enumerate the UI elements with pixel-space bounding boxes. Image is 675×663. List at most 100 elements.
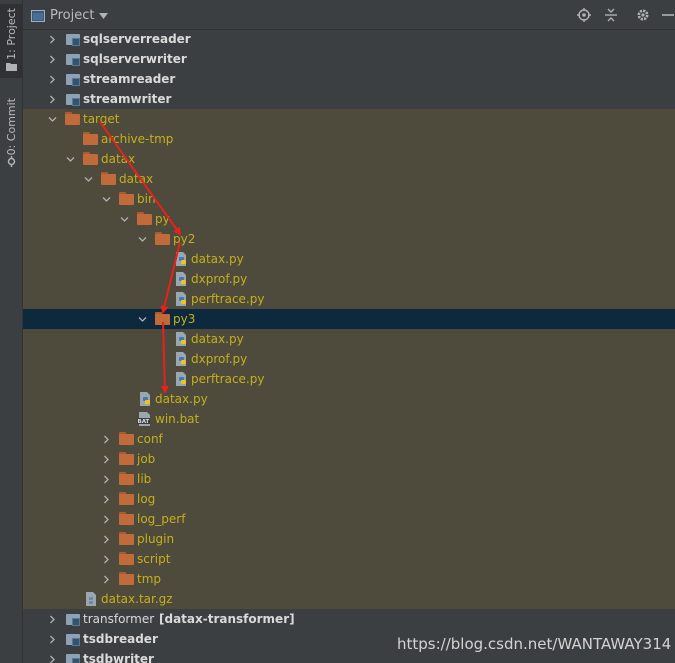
bat-file-icon: BAT (137, 412, 153, 426)
collapse-all-button[interactable] (602, 6, 620, 24)
tree-item-py2-datax-py[interactable]: datax.py (23, 249, 675, 269)
gear-icon (637, 9, 649, 21)
chevron-down-icon[interactable] (120, 215, 129, 224)
module-folder-icon (65, 652, 81, 663)
tree-item-py2-perftrace-py[interactable]: perftrace.py (23, 289, 675, 309)
module-folder-icon (65, 92, 81, 106)
tree-item-datax-tar-gz[interactable]: datax.tar.gz (23, 589, 675, 609)
tree-item-label: win.bat (155, 412, 200, 426)
chevron-right-icon[interactable] (102, 435, 111, 444)
tree-item-label: log_perf (137, 512, 186, 526)
tree-item-script[interactable]: script (23, 549, 675, 569)
tree-item-py2-dxprof-py[interactable]: dxprof.py (23, 269, 675, 289)
tree-item-py3[interactable]: py3 (23, 309, 675, 329)
folder-icon (119, 532, 135, 546)
folder-icon (137, 212, 153, 226)
chevron-down-icon[interactable] (138, 235, 147, 244)
tree-item-label: tmp (137, 572, 162, 586)
tree-item-lib[interactable]: lib (23, 469, 675, 489)
chevron-right-icon[interactable] (102, 475, 111, 484)
chevron-right-icon[interactable] (48, 615, 57, 624)
svg-text:BAT: BAT (138, 419, 150, 425)
tree-item-sqlserverreader[interactable]: sqlserverreader (23, 29, 675, 49)
folder-icon (119, 572, 135, 586)
chevron-right-icon[interactable] (102, 575, 111, 584)
chevron-right-icon[interactable] (102, 555, 111, 564)
chevron-right-icon[interactable] (48, 635, 57, 644)
view-selector[interactable]: Project (31, 8, 109, 23)
python-file-icon (137, 392, 153, 406)
tree-item-label: py3 (173, 312, 196, 326)
project-tree[interactable]: sqlserverreader sqlserverwriter streamread… (23, 28, 675, 663)
tree-item-plugin[interactable]: plugin (23, 529, 675, 549)
chevron-right-icon[interactable] (102, 515, 111, 524)
folder-icon (155, 232, 171, 246)
tree-item-target[interactable]: target (23, 109, 675, 129)
settings-button[interactable] (634, 6, 652, 24)
tree-item-tsdbreader[interactable]: tsdbreader (23, 629, 675, 649)
tree-item-datax-inner[interactable]: datax (23, 169, 675, 189)
tree-item-label: script (137, 552, 171, 566)
archive-file-icon (83, 592, 99, 606)
folder-icon (119, 452, 135, 466)
project-tab-label: 1: Project (5, 8, 18, 60)
tree-item-bin-datax-py[interactable]: datax.py (23, 389, 675, 409)
project-tool-tab[interactable]: 1: Project (0, 4, 23, 78)
chevron-down-icon[interactable] (66, 155, 75, 164)
tree-item-label: log (137, 492, 156, 506)
chevron-right-icon[interactable] (48, 55, 57, 64)
chevron-down-icon[interactable] (102, 195, 111, 204)
python-file-icon (173, 252, 189, 266)
chevron-right-icon[interactable] (48, 35, 57, 44)
module-folder-icon (65, 72, 81, 86)
tree-item-label: dxprof.py (191, 352, 248, 366)
tree-item-bin[interactable]: bin (23, 189, 675, 209)
tree-item-py[interactable]: py (23, 209, 675, 229)
tree-item-conf[interactable]: conf (23, 429, 675, 449)
tree-item-streamwriter[interactable]: streamwriter (23, 89, 675, 109)
tree-item-label: sqlserverreader (83, 32, 191, 46)
tree-item-streamreader[interactable]: streamreader (23, 69, 675, 89)
chevron-down-icon[interactable] (84, 175, 93, 184)
tree-item-win-bat[interactable]: BAT win.bat (23, 409, 675, 429)
tree-item-log[interactable]: log (23, 489, 675, 509)
tree-item-label: job (137, 452, 156, 466)
tree-item-archive-tmp[interactable]: archive-tmp (23, 129, 675, 149)
tree-item-py3-perftrace-py[interactable]: perftrace.py (23, 369, 675, 389)
target-icon (577, 8, 591, 22)
tree-item-tsdbwriter[interactable]: tsdbwriter (23, 649, 675, 663)
chevron-right-icon[interactable] (102, 535, 111, 544)
tree-item-tmp[interactable]: tmp (23, 569, 675, 589)
tree-item-label: bin (137, 192, 156, 206)
chevron-right-icon[interactable] (48, 95, 57, 104)
chevron-right-icon[interactable] (48, 75, 57, 84)
chevron-right-icon[interactable] (102, 455, 111, 464)
folder-icon (119, 492, 135, 506)
chevron-down-icon (99, 12, 109, 19)
tree-item-datax-outer[interactable]: datax (23, 149, 675, 169)
locate-target-button[interactable] (575, 6, 593, 24)
tree-item-job[interactable]: job (23, 449, 675, 469)
hide-panel-button[interactable] (658, 6, 675, 24)
tree-item-label: plugin (137, 532, 175, 546)
tree-item-py3-dxprof-py[interactable]: dxprof.py (23, 349, 675, 369)
commit-tool-tab[interactable]: 0: Commit (0, 92, 23, 170)
tree-item-transformer[interactable]: transformer[datax-transformer] (23, 609, 675, 629)
chevron-right-icon[interactable] (102, 495, 111, 504)
chevron-down-icon[interactable] (138, 315, 147, 324)
tree-item-py3-datax-py[interactable]: datax.py (23, 329, 675, 349)
module-folder-icon (65, 32, 81, 46)
python-file-icon (173, 332, 189, 346)
tree-item-py2[interactable]: py2 (23, 229, 675, 249)
tree-item-label: streamwriter (83, 92, 172, 106)
chevron-right-icon[interactable] (48, 655, 57, 663)
python-file-icon (173, 292, 189, 306)
python-file-icon (173, 372, 189, 386)
python-file-icon (173, 272, 189, 286)
tree-item-log-perf[interactable]: log_perf (23, 509, 675, 529)
tree-item-label: sqlserverwriter (83, 52, 187, 66)
chevron-down-icon[interactable] (48, 115, 57, 124)
folder-icon (65, 112, 81, 126)
tree-item-sqlserverwriter[interactable]: sqlserverwriter (23, 49, 675, 69)
folder-icon (119, 472, 135, 486)
